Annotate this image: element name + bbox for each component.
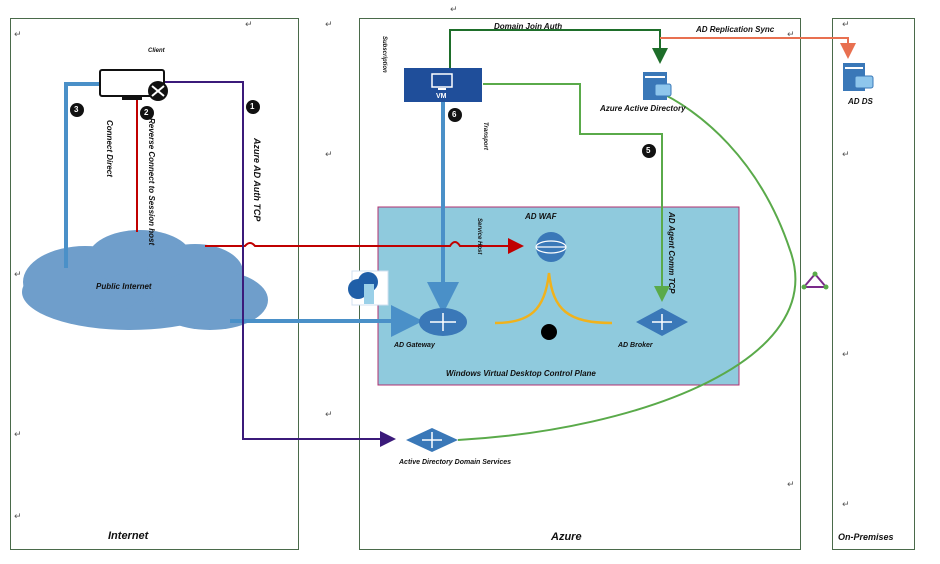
para-mark: ↵ xyxy=(450,5,458,15)
broker-label: AD Broker xyxy=(618,342,653,349)
para-mark: ↵ xyxy=(842,150,850,160)
transport-label: Transport xyxy=(482,122,488,150)
domain-join-label: Domain Join Auth xyxy=(494,22,563,31)
aad-ds-label: Active Directory Domain Services xyxy=(399,459,512,466)
step-badge-3 xyxy=(70,103,84,117)
internet-zone-title: Internet xyxy=(108,530,149,542)
vm-label: VM xyxy=(436,93,447,100)
para-mark: ↵ xyxy=(842,20,850,30)
join-point xyxy=(541,324,557,340)
para-mark: ↵ xyxy=(787,30,795,40)
step-2-number: 2 xyxy=(144,108,149,117)
public-internet-label: Public Internet xyxy=(96,282,152,291)
vm-icon xyxy=(404,68,482,102)
connect-direct-label: Connect Direct xyxy=(105,120,114,177)
azure-ad-label: Azure Active Directory xyxy=(600,104,686,113)
wvd-zone-label: Windows Virtual Desktop Control Plane xyxy=(446,369,596,378)
para-mark: ↵ xyxy=(787,480,795,490)
client-label: Client xyxy=(148,48,165,54)
subscription-label: Subscription xyxy=(381,36,387,73)
para-mark: ↵ xyxy=(14,512,22,522)
para-mark: ↵ xyxy=(842,500,850,510)
cloud-app-icon xyxy=(348,270,389,306)
step-5-number: 5 xyxy=(646,146,651,155)
para-mark: ↵ xyxy=(245,20,253,30)
gateway-icon xyxy=(419,308,467,336)
wvd-control-plane xyxy=(377,206,740,386)
ad-replication-label: AD Replication Sync xyxy=(696,25,775,34)
server-icon xyxy=(843,63,874,91)
public-internet-cloud xyxy=(22,230,268,330)
step-6-number: 6 xyxy=(452,110,457,119)
router-icon xyxy=(148,81,168,101)
step-badge-2 xyxy=(140,106,154,120)
step-1-number: 1 xyxy=(250,102,255,111)
gateway-label: AD Gateway xyxy=(394,342,435,349)
azure-zone-title: Azure xyxy=(551,531,582,543)
service-host-label: Service Host xyxy=(476,218,482,255)
web-icon xyxy=(535,232,567,262)
directory-icon xyxy=(643,72,672,100)
para-mark: ↵ xyxy=(325,150,333,160)
para-mark: ↵ xyxy=(14,430,22,440)
step-3-number: 3 xyxy=(74,105,79,114)
step-badge-1 xyxy=(246,100,260,114)
para-mark: ↵ xyxy=(14,270,22,280)
para-mark: ↵ xyxy=(842,350,850,360)
para-mark: ↵ xyxy=(325,20,333,30)
agent-comm-label: AD Agent Comm TCP xyxy=(667,212,676,294)
reverse-connect-label: Reverse Connect to Session host xyxy=(147,118,156,246)
step-badge-5 xyxy=(642,144,656,158)
azure-ad-auth-label: Azure AD Auth TCP xyxy=(252,138,262,222)
onprem-zone-title: On-Premises xyxy=(838,532,894,542)
broker-icon xyxy=(636,308,688,336)
waf-label: AD WAF xyxy=(525,212,557,221)
triangle-icon xyxy=(801,271,829,290)
onprem-zone xyxy=(832,18,915,550)
sync-icon xyxy=(406,428,458,452)
para-mark: ↵ xyxy=(325,410,333,420)
ad-ds-label: AD DS xyxy=(848,97,873,106)
para-mark: ↵ xyxy=(14,30,22,40)
step-badge-6 xyxy=(448,108,462,122)
